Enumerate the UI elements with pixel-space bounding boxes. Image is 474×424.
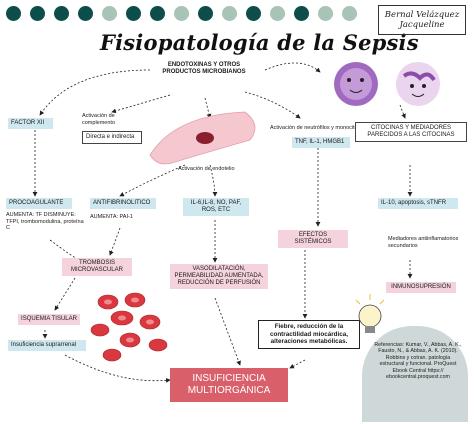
isquemia-box: ISQUEMIA TISULAR: [18, 314, 80, 325]
decorative-dot: [126, 6, 141, 21]
decorative-dot: [150, 6, 165, 21]
insuficiencia-suprarrenal-box: Insuficiencia suprarrenal: [8, 340, 86, 351]
citocinas-box: CITOCINAS Y MEDIADORES PARECIDOS A LAS C…: [355, 122, 467, 142]
decorative-dot: [294, 6, 309, 21]
antifibrinolitico-box: ANTIFIBRINOLITICO: [90, 198, 156, 209]
endotoxinas-label: ENDOTOXINAS Y OTROS PRODUCTOS MICROBIANO…: [162, 62, 246, 75]
inmunosupresion-box: INMUNOSUPRESIÓN: [386, 282, 456, 293]
decorative-dot: [270, 6, 285, 21]
procoagulante-box: PROCOAGULANTE: [6, 198, 72, 209]
directa-indirecta-box: Directa e indirecta: [82, 131, 142, 144]
decorative-dot: [246, 6, 261, 21]
activacion-endotelio-label: Activación de endotelio: [178, 166, 235, 172]
trombosis-box: TROMBOSIS MICROVASCULAR: [62, 258, 132, 276]
il10-box: IL-10, apoptosis, sTNFR: [378, 198, 458, 209]
page-title: Fisiopatología de la Sepsis: [100, 30, 419, 55]
fiebre-box: Fiebre, reducción de la contractilidad m…: [258, 320, 360, 349]
activacion-neutrofilos-label: Activación de neutrófilos y monocitos: [270, 125, 361, 131]
decorative-dot: [198, 6, 213, 21]
antifibrinolitico-detail: AUMENTA: PAI-1: [90, 214, 133, 220]
mediadores-label: Mediadores antiinflamatorios secundarios: [388, 236, 459, 249]
decorative-dot: [318, 6, 333, 21]
decorative-dot: [54, 6, 69, 21]
il6-box: IL-6,IL-8, NO, PAF, ROS, ETC: [183, 198, 249, 216]
factor-xii-box: FACTOR XII: [8, 118, 53, 129]
decorative-dot: [222, 6, 237, 21]
insuficiencia-multiorganica-box: INSUFICIENCIA MULTIORGÁNICA: [170, 368, 288, 402]
decorative-dot: [342, 6, 357, 21]
efectos-sistemicos-box: EFECTOS SISTÉMICOS: [278, 230, 348, 248]
author-box: Bernal Velázquez Jacqueline: [378, 5, 466, 35]
tnf-box: TNF, IL-1, HMGB1: [292, 137, 350, 148]
author-line-1: Bernal Velázquez: [384, 10, 460, 20]
decorative-dot: [6, 6, 21, 21]
procoagulante-detail: AUMENTA: TF DISMINUYE: TFPI, trombomodul…: [6, 212, 84, 231]
author-line-2: Jacqueline: [399, 20, 445, 30]
decorative-dot: [102, 6, 117, 21]
referencias-text: Referencias: Kumar, V., Abbas, A. K., Fa…: [374, 342, 462, 381]
activacion-complemento-label: Activación de complemento: [82, 113, 116, 126]
referencias-bubble: [362, 326, 468, 422]
decorative-dot: [174, 6, 189, 21]
decorative-dot: [30, 6, 45, 21]
decorative-dot: [78, 6, 93, 21]
vasodilatacion-box: VASODILATACIÓN, PERMEABILIDAD AUMENTADA,…: [170, 264, 268, 289]
